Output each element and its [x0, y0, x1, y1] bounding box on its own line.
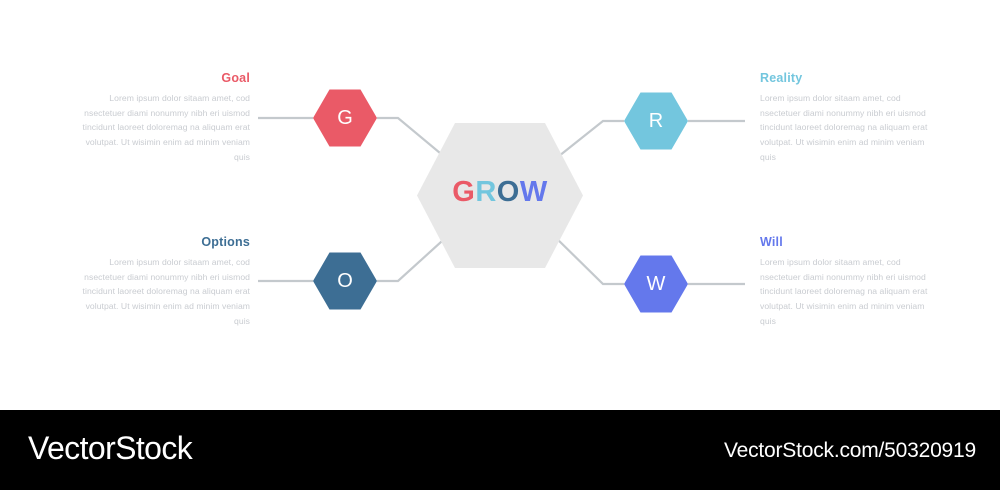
center-letter-w: W: [519, 176, 548, 208]
body-will: Lorem ipsum dolor sitaam amet, cod nsect…: [760, 256, 928, 326]
infographic-canvas: G R O W GROW Goal Lorem ipsum dolor sita…: [68, 71, 942, 329]
body-options: Lorem ipsum dolor sitaam amet, cod nsect…: [82, 256, 250, 326]
hexagon-letter-options: O: [337, 270, 353, 292]
hexagon-letter-will: W: [646, 273, 666, 295]
body-reality: Lorem ipsum dolor sitaam amet, cod nsect…: [760, 92, 928, 162]
center-letter-g: G: [452, 176, 476, 208]
watermark-bar: VectorStock VectorStock.com/50320919: [0, 410, 1000, 490]
brand-logo: VectorStock: [28, 430, 193, 466]
connector-goal-to-center: [377, 116, 453, 164]
center-hexagon: [417, 123, 583, 268]
text-block-will: Will Lorem ipsum dolor sitaam amet, cod …: [760, 235, 942, 329]
text-block-reality: Reality Lorem ipsum dolor sitaam amet, c…: [760, 71, 942, 165]
connector-lines: [258, 116, 745, 286]
hexagon-options[interactable]: [313, 252, 377, 310]
title-reality: Reality: [760, 71, 803, 85]
hexagon-letter-goal: G: [337, 107, 353, 129]
title-will: Will: [760, 235, 783, 249]
title-options: Options: [201, 235, 250, 249]
text-block-options: Options Lorem ipsum dolor sitaam amet, c…: [68, 235, 250, 329]
connector-options-to-center: [377, 231, 453, 283]
center-word: GROW: [417, 178, 583, 207]
watermark-url: VectorStock.com/50320919: [723, 439, 976, 462]
connector-reality-to-center: [548, 119, 624, 165]
grow-diagram: [258, 89, 745, 313]
title-goal: Goal: [221, 71, 250, 85]
center-letter-r: R: [475, 176, 497, 208]
hexagon-letter-reality: R: [648, 110, 664, 132]
hexagon-goal[interactable]: [313, 89, 377, 147]
body-goal: Lorem ipsum dolor sitaam amet, cod nsect…: [82, 92, 250, 162]
connector-will-to-center: [548, 230, 624, 286]
hexagon-will[interactable]: [624, 255, 688, 313]
center-letter-o: O: [496, 176, 520, 208]
hexagon-reality[interactable]: [624, 92, 688, 150]
text-block-goal: Goal Lorem ipsum dolor sitaam amet, cod …: [68, 71, 250, 165]
